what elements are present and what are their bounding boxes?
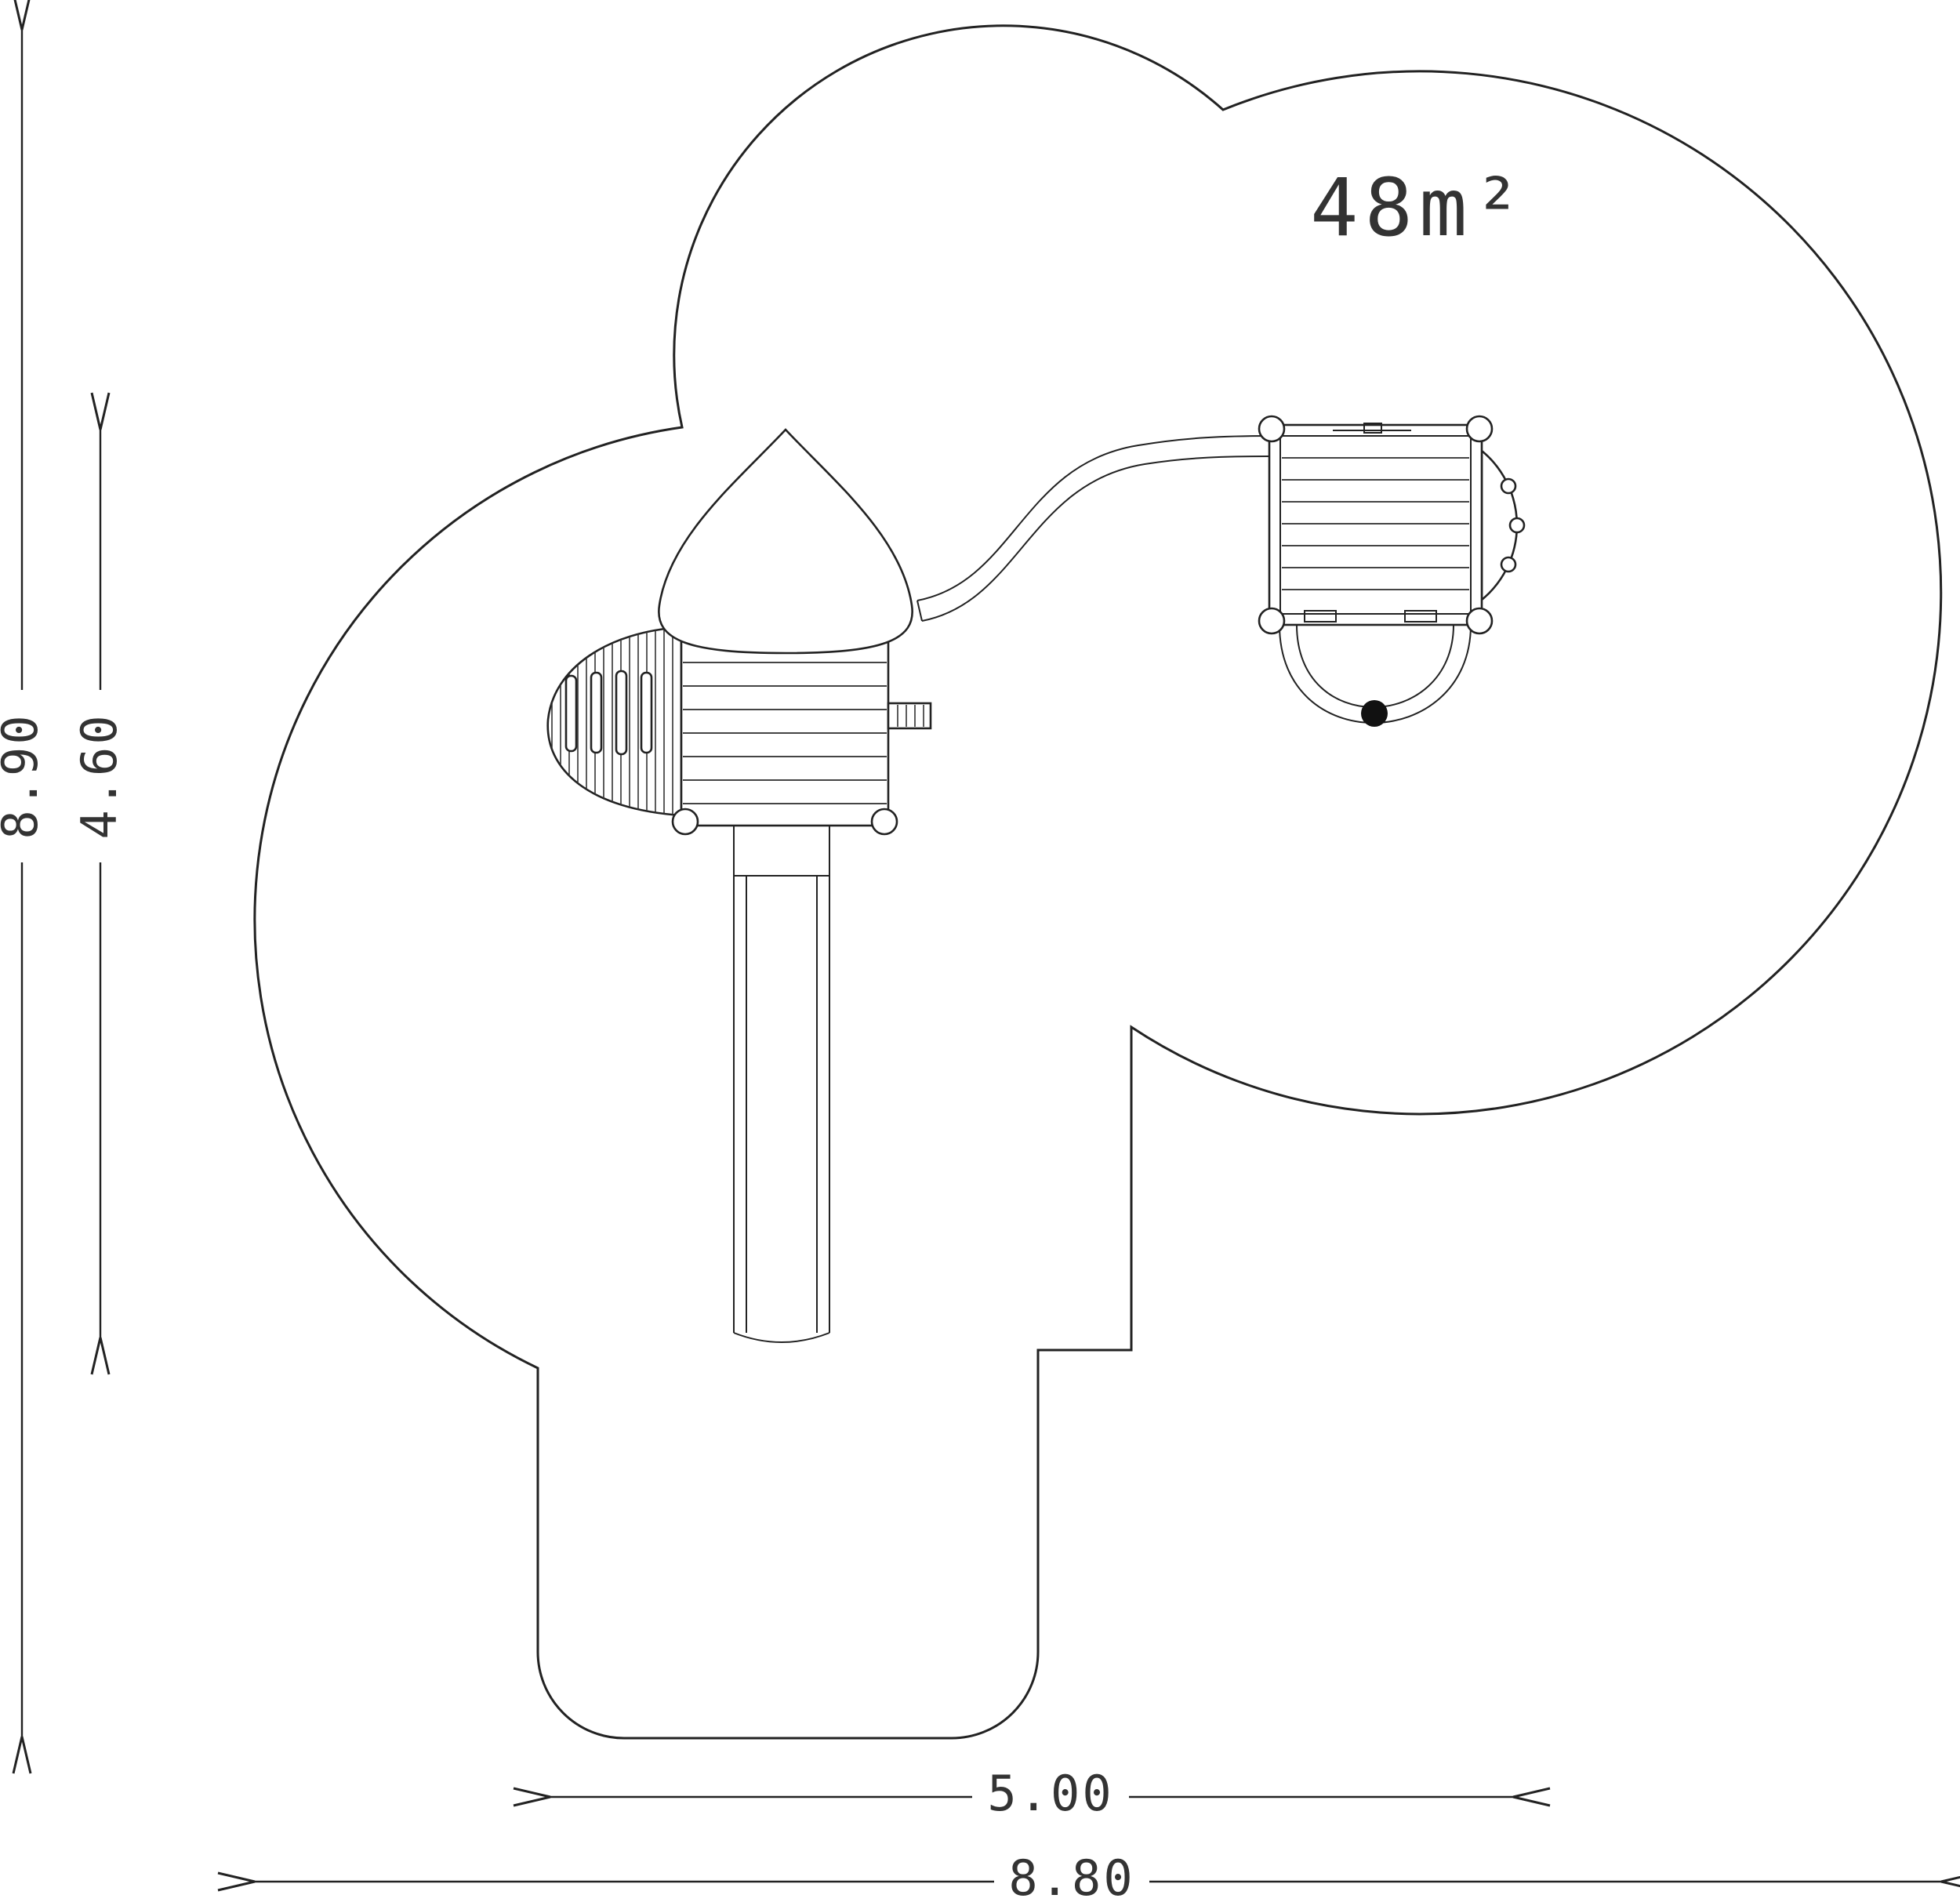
fireman-pole	[1279, 624, 1472, 727]
corner-post	[870, 808, 898, 836]
deck-tab	[1404, 610, 1437, 623]
tower-platform-deck	[680, 636, 890, 827]
dimension-width-total: 8.80	[217, 1849, 1960, 1902]
lookout-knob	[1508, 517, 1526, 534]
area-label: 48m²	[1310, 162, 1528, 255]
slide	[733, 826, 830, 1343]
lookout-knob	[1500, 556, 1517, 573]
tower-deck-outline	[680, 636, 890, 827]
grab-bar	[1333, 423, 1411, 434]
dimension-height-structure: 4.60	[71, 392, 128, 1375]
safety-area-outline	[253, 24, 1943, 1740]
corner-post	[1465, 607, 1494, 635]
fall-protection-zone-path	[253, 24, 1943, 1740]
platform-deck	[1268, 423, 1483, 626]
climbing-hold-slot	[615, 670, 628, 756]
tube-edge-upper	[916, 435, 1271, 601]
dimension-label-width-total: 8.80	[1008, 1849, 1134, 1902]
steering-knob-body	[887, 702, 932, 730]
steering-knob	[887, 702, 932, 730]
pole-post	[1361, 700, 1388, 727]
climbing-hold-slot	[564, 674, 578, 753]
dimension-label-height-structure: 4.60	[71, 713, 128, 839]
climbing-hold-slot	[640, 671, 653, 754]
play-platform	[1258, 415, 1526, 727]
tube-edge-lower	[921, 456, 1271, 622]
platform-deck-inner	[1279, 435, 1472, 615]
tower-roof	[658, 428, 913, 655]
tube-left-cap	[916, 600, 923, 622]
corner-post	[1258, 415, 1286, 443]
climbing-hold-slot	[590, 671, 603, 754]
climbing-panel	[546, 626, 683, 817]
dimension-width-inner: 5.00	[513, 1765, 1551, 1822]
dimension-label-height-total: 8.90	[0, 713, 49, 839]
corner-post	[671, 808, 699, 836]
dimension-label-width-inner: 5.00	[987, 1765, 1113, 1822]
corner-post	[1258, 607, 1286, 635]
dimension-height-total: 8.90	[0, 0, 49, 1774]
play-tower	[546, 428, 932, 836]
lookout-knob	[1500, 477, 1517, 495]
deck-tab	[1304, 610, 1337, 623]
slide-end-cap	[733, 1332, 830, 1343]
crawl-tube-bridge	[916, 435, 1271, 622]
platform-deck-outline	[1268, 423, 1483, 626]
corner-post	[1465, 415, 1494, 443]
